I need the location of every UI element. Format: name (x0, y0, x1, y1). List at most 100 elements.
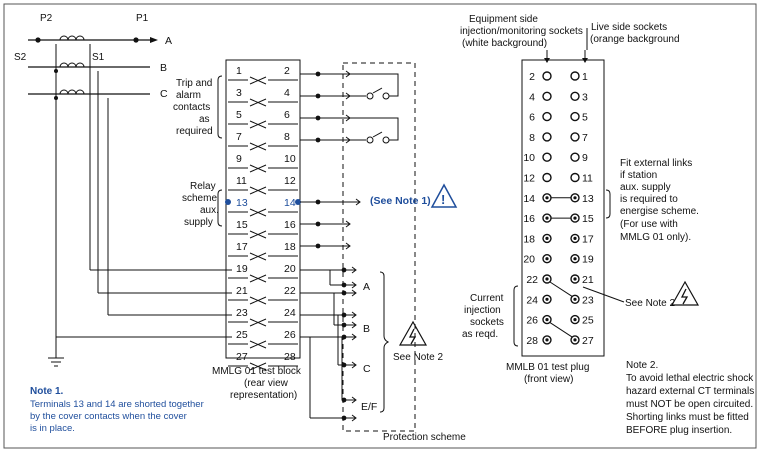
svg-text:injection: injection (464, 305, 501, 316)
plug-socket-8: 8 (529, 132, 535, 144)
block-terminal-10: 10 (284, 153, 296, 165)
svg-text:as: as (199, 114, 210, 125)
svg-text:Current: Current (470, 293, 504, 304)
note2-line6: BEFORE plug insertion. (626, 425, 732, 436)
plug-socket-5: 5 (582, 112, 588, 124)
test-block-body (225, 59, 301, 359)
svg-text:Relay: Relay (190, 181, 216, 192)
plug-socket-14: 14 (523, 193, 535, 205)
block-terminal-17: 17 (236, 241, 248, 253)
block-caption-2: (rear view (244, 378, 289, 389)
block-terminal-27: 27 (236, 351, 248, 363)
block-terminal-24: 24 (284, 307, 296, 319)
note1-line2: by the cover contacts when the cover (30, 411, 187, 422)
plug-socket-9: 9 (582, 152, 588, 164)
block-caption-3: representation) (230, 390, 297, 401)
label-p1: P1 (136, 13, 149, 24)
plug-socket-12: 12 (523, 173, 535, 185)
note1-line3: is in place. (30, 423, 75, 434)
protection-scheme-label: Protection scheme (383, 432, 466, 443)
fit-links-label: Fit external links if station aux. suppl… (605, 158, 699, 243)
block-terminal-21: 21 (236, 285, 248, 297)
block-terminal-14: 14 (284, 197, 296, 209)
block-terminal-20: 20 (284, 263, 296, 275)
note2-line4: must NOT be open circuited. (626, 399, 753, 410)
label-s1: S1 (92, 52, 105, 63)
plug-socket-11: 11 (582, 173, 593, 185)
current-injection-label: Current injection sockets as reqd. (462, 285, 519, 347)
plug-socket-26: 26 (526, 315, 538, 327)
output-a: A (363, 281, 370, 293)
block-terminal-23: 23 (236, 307, 248, 319)
svg-text:sockets: sockets (470, 317, 504, 328)
see-note1-label: (See Note 1) (370, 195, 431, 207)
live-header-1: Live side sockets (591, 22, 667, 33)
equip-header-3: (white background) (462, 38, 547, 49)
block-terminal-16: 16 (284, 219, 296, 231)
block-terminal-4: 4 (284, 87, 290, 99)
block-terminal-26: 26 (284, 329, 296, 341)
label-phase-c: C (160, 88, 168, 100)
plug-socket-6: 6 (529, 112, 535, 124)
note2-line3: hazard external CT terminals (626, 386, 754, 397)
outputs-brace (379, 271, 390, 413)
note2-line5: Shorting links must be fitted (626, 412, 749, 423)
plug-socket-15: 15 (582, 213, 594, 225)
svg-text:aux. supply: aux. supply (620, 182, 671, 193)
see-note2-right: See Note 2 (625, 298, 675, 309)
plug-socket-16: 16 (523, 213, 535, 225)
plug-socket-22: 22 (526, 274, 538, 286)
live-header-2: (orange background (590, 34, 680, 45)
svg-text:alarm: alarm (176, 90, 201, 101)
plug-caption-2: (front view) (524, 374, 573, 385)
note1-line1: Terminals 13 and 14 are shorted together (30, 399, 204, 410)
plug-socket-1: 1 (582, 71, 588, 83)
plug-socket-27: 27 (582, 335, 594, 347)
plug-socket-28: 28 (526, 335, 538, 347)
protection-scheme-box (342, 62, 416, 432)
svg-text:(For use with: (For use with (620, 219, 678, 230)
svg-text:if station: if station (620, 170, 657, 181)
block-terminal-12: 12 (284, 175, 296, 187)
label-phase-b: B (160, 62, 167, 74)
svg-text:energise scheme.: energise scheme. (620, 206, 699, 217)
block-terminal-18: 18 (284, 241, 296, 253)
block-terminal-13: 13 (236, 197, 248, 209)
plug-socket-23: 23 (582, 294, 594, 306)
svg-text:required: required (176, 126, 213, 137)
svg-text:as reqd.: as reqd. (462, 329, 498, 340)
block-terminal-11: 11 (236, 175, 247, 187)
output-c: C (363, 363, 371, 375)
plug-socket-13: 13 (582, 193, 594, 205)
plug-caption-1: MMLB 01 test plug (506, 362, 589, 373)
block-terminal-7: 7 (236, 131, 242, 143)
ct-section: P2 P1 S2 S1 A B C (14, 13, 172, 367)
equip-header-2: injection/monitoring sockets (460, 26, 583, 37)
plug-socket-24: 24 (526, 294, 538, 306)
plug-socket-3: 3 (582, 91, 588, 103)
block-terminal-22: 22 (284, 285, 296, 297)
plug-socket-25: 25 (582, 315, 594, 327)
label-p2: P2 (40, 13, 53, 24)
trip-alarm-label: Trip and alarm contacts as required (173, 75, 223, 139)
block-terminal-15: 15 (236, 219, 248, 231)
equip-header-1: Equipment side (469, 14, 538, 25)
outer-border (3, 3, 757, 449)
block-terminal-25: 25 (236, 329, 248, 341)
warning-icon: ! (430, 183, 458, 208)
plug-socket-10: 10 (523, 152, 535, 164)
svg-text:scheme: scheme (182, 193, 217, 204)
svg-text:is required to: is required to (620, 194, 678, 205)
block-caption-1: MMLG 01 test block (212, 366, 302, 377)
see-note2-left: See Note 2 (393, 352, 443, 363)
plug-socket-19: 19 (582, 254, 594, 266)
block-terminal-9: 9 (236, 153, 242, 165)
relay-aux-label: Relay scheme aux. supply (182, 181, 223, 228)
lightning-icon-right (670, 280, 700, 306)
block-terminal-19: 19 (236, 263, 248, 275)
plug-socket-7: 7 (582, 132, 588, 144)
block-terminal-28: 28 (284, 351, 296, 363)
